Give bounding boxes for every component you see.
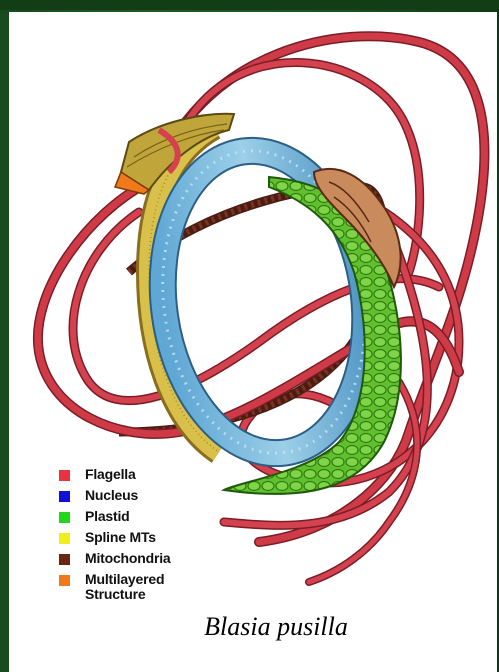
legend-item-spline-mts: Spline MTs: [59, 530, 259, 551]
legend-swatch-nucleus: [59, 491, 70, 502]
legend-item-nucleus: Nucleus: [59, 488, 259, 509]
figure-caption: Blasia pusilla: [9, 612, 497, 642]
legend-label: Spline MTs: [85, 530, 156, 545]
legend-label: Flagella: [85, 467, 136, 482]
legend-item-multilayered-structure: Multilayered Structure: [59, 572, 259, 606]
legend-swatch-multilayered-structure: [59, 575, 70, 586]
legend-item-plastid: Plastid: [59, 509, 259, 530]
legend-swatch-flagella: [59, 470, 70, 481]
legend-item-mitochondria: Mitochondria: [59, 551, 259, 572]
legend-label: Mitochondria: [85, 551, 170, 566]
legend-swatch-spline-mts: [59, 533, 70, 544]
legend-item-flagella: Flagella: [59, 467, 259, 488]
legend-label: Plastid: [85, 509, 130, 524]
legend: Flagella Nucleus Plastid Spline MTs Mito…: [59, 467, 259, 606]
legend-swatch-mitochondria: [59, 554, 70, 565]
legend-label: Multilayered Structure: [85, 572, 164, 602]
legend-swatch-plastid: [59, 512, 70, 523]
diagram-canvas: Flagella Nucleus Plastid Spline MTs Mito…: [9, 12, 497, 672]
slide-background: [0, 0, 499, 10]
legend-label: Nucleus: [85, 488, 138, 503]
